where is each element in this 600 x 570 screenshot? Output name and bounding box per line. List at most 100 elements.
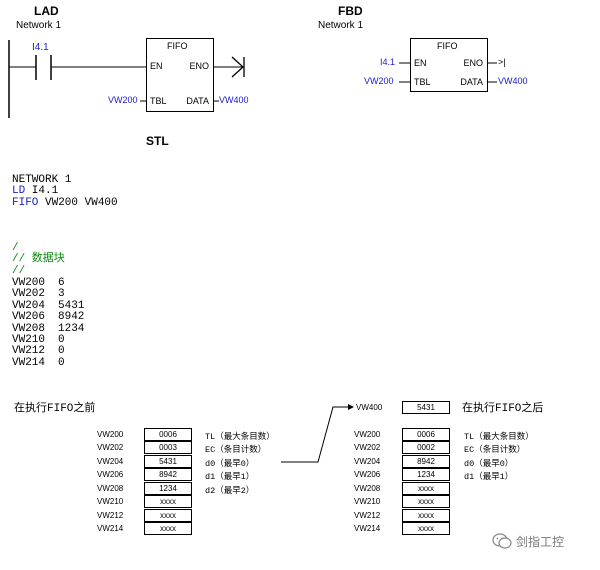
after-addr: VW212	[354, 511, 381, 520]
stl-code: NETWORK 1 LD I4.1 FIFO VW200 VW400	[12, 174, 118, 209]
before-cell: xxxx	[144, 522, 192, 535]
before-addr: VW214	[97, 524, 124, 533]
after-cell: 1234	[402, 468, 450, 481]
lad-fifo-block: FIFO EN ENO TBL DATA	[146, 38, 214, 112]
stl-comments: / // 数据块 //	[12, 242, 65, 277]
datablock-val: 0	[58, 334, 65, 347]
lad-title: LAD	[34, 4, 59, 18]
stl-line-fifo: FIFO VW200 VW400	[12, 196, 118, 209]
stl-fifo-keyword: FIFO	[12, 196, 39, 209]
after-cell: xxxx	[402, 509, 450, 522]
lad-tbl-operand: VW200	[108, 95, 138, 105]
before-cell: 5431	[144, 455, 192, 468]
after-addr: VW200	[354, 430, 381, 439]
before-addr: VW204	[97, 457, 124, 466]
fbd-eno-output: >|	[498, 57, 506, 67]
stl-line-network: NETWORK 1	[12, 174, 72, 186]
stl-fifo-arg: VW200 VW400	[38, 196, 118, 209]
fbd-input-label: I4.1	[380, 57, 396, 67]
before-addr: VW202	[97, 443, 124, 452]
datablock-addr: VW202	[12, 288, 46, 301]
datablock-val: 0	[58, 356, 65, 369]
before-desc: EC（条目计数）	[205, 445, 267, 455]
datablock-val: 8942	[58, 311, 85, 324]
after-cell: xxxx	[402, 522, 450, 535]
fbd-tbl-operand: VW200	[364, 76, 394, 86]
datablock-row: VW214 0	[12, 356, 84, 369]
lad-tbl-pin: TBL	[150, 96, 167, 106]
lad-data-pin: DATA	[186, 96, 209, 106]
datablock-addr: VW212	[12, 345, 46, 358]
datablock-addr: VW206	[12, 311, 46, 324]
datablock-val: 6	[58, 277, 65, 289]
after-cell: 0006	[402, 428, 450, 441]
before-addr: VW200	[97, 430, 124, 439]
before-caption: 在执行FIFO之前	[14, 403, 96, 415]
stl-comment-line: //	[12, 264, 26, 277]
after-addr: VW206	[354, 470, 381, 479]
fbd-block-name: FIFO	[437, 41, 458, 51]
fbd-network-label: Network 1	[318, 20, 364, 31]
before-desc: d0（最早0）	[205, 459, 255, 469]
after-desc: EC（条目计数）	[464, 445, 526, 455]
after-cell: xxxx	[402, 495, 450, 508]
before-cell: 1234	[144, 482, 192, 495]
fbd-data-operand: VW400	[498, 76, 528, 86]
stl-comment-line: /	[12, 242, 19, 254]
lad-block-name: FIFO	[167, 41, 188, 51]
stl-ld-keyword: LD	[12, 185, 26, 198]
stl-comment-line: // 数据块	[12, 253, 65, 266]
datablock-addr: VW208	[12, 322, 46, 335]
before-cell: 0003	[144, 441, 192, 454]
after-addr: VW214	[354, 524, 381, 533]
fbd-tbl-pin: TBL	[414, 77, 431, 87]
datablock-addr: VW204	[12, 299, 46, 312]
fbd-eno-pin: ENO	[463, 58, 483, 68]
datablock-addr: VW214	[12, 356, 46, 369]
datablock-row: VW210 0	[12, 334, 84, 347]
before-cell: 0006	[144, 428, 192, 441]
fbd-title: FBD	[338, 4, 363, 18]
before-cell: 8942	[144, 468, 192, 481]
lad-contact-label: I4.1	[32, 42, 49, 53]
datablock-row: VW204 5431	[12, 299, 85, 312]
datablock-row: VW202 3	[12, 288, 84, 301]
after-caption: 在执行FIFO之后	[462, 403, 544, 415]
after-desc: TL（最大条目数）	[464, 432, 534, 442]
stl-line-ld: LD I4.1	[12, 186, 118, 197]
lad-eno-pin: ENO	[189, 61, 209, 71]
datablock-val: 5431	[58, 299, 85, 312]
after-addr: VW202	[354, 443, 381, 452]
before-addr: VW210	[97, 497, 124, 506]
after-addr: VW210	[354, 497, 381, 506]
datablock-val: 3	[58, 288, 65, 301]
after-addr: VW204	[354, 457, 381, 466]
after-addr: VW208	[354, 484, 381, 493]
datablock-row: VW206 8942	[12, 311, 85, 324]
lad-en-pin: EN	[150, 61, 163, 71]
lad-network-label: Network 1	[16, 20, 62, 31]
fbd-data-pin: DATA	[460, 77, 483, 87]
datablock-row: VW200 6	[12, 277, 84, 289]
datablock-addr: VW210	[12, 334, 46, 347]
before-desc: d1（最早1）	[205, 472, 255, 482]
before-desc: TL（最大条目数）	[205, 432, 275, 442]
before-cell: xxxx	[144, 495, 192, 508]
before-addr: VW212	[97, 511, 124, 520]
fbd-en-pin: EN	[414, 58, 427, 68]
lad-data-operand: VW400	[219, 95, 249, 105]
after-desc: d1（最早1）	[464, 472, 514, 482]
fbd-fifo-block: FIFO EN ENO TBL DATA	[410, 38, 488, 92]
before-addr: VW208	[97, 484, 124, 493]
wechat-icon	[492, 533, 512, 549]
before-desc: d2（最早2）	[205, 486, 255, 496]
datablock-row: VW212 0	[12, 345, 84, 358]
stl-ld-arg: I4.1	[25, 185, 59, 198]
datablock-val: 0	[58, 345, 65, 358]
watermark: 剑指工控	[492, 532, 564, 550]
before-cell: xxxx	[144, 509, 192, 522]
datablock-addr: VW200	[12, 277, 46, 289]
watermark-text: 剑指工控	[516, 534, 565, 549]
